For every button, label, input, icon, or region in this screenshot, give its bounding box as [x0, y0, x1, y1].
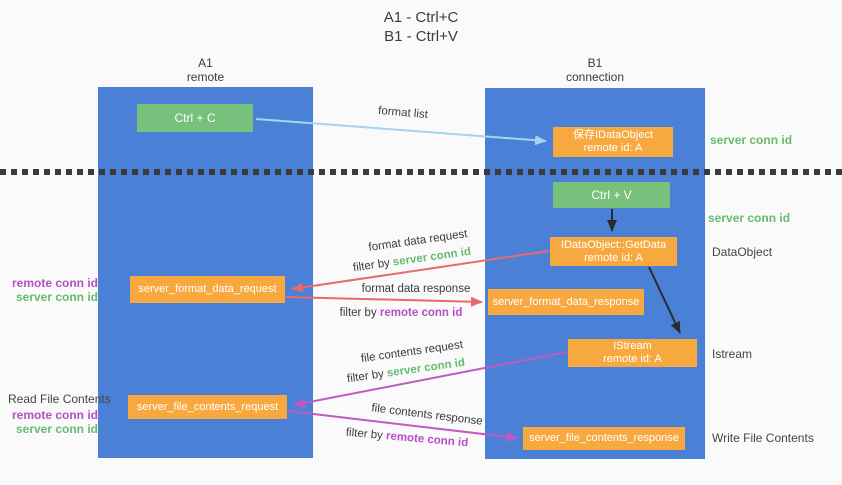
remote-conn-id-label: remote conn id [11, 276, 98, 290]
format-data-response-filter-label: filter by remote conn id [340, 307, 463, 319]
server-conn-id-text: server conn id [386, 356, 466, 380]
dotted-divider [0, 169, 842, 175]
title-line-1: A1 - Ctrl+C [383, 9, 459, 26]
column-a1-role: remote [186, 70, 225, 84]
node-istream-line1: IStream [613, 340, 652, 352]
node-server-format-data-request: server_format_data_request [130, 276, 285, 303]
file-contents-response-label: file contents response [370, 402, 484, 428]
node-server-format-data-response-label: server_format_data_response [492, 295, 640, 308]
format-conn-id-pair: remote conn id server conn id [10, 276, 98, 304]
node-idataobject-getdata: IDataObject::GetData remote id: A [550, 237, 677, 266]
node-save-idataobject-line1: 保存IDataObject [572, 129, 654, 141]
filter-by-text: filter by [339, 307, 377, 319]
node-server-file-contents-request-label: server_file_contents_request [136, 400, 279, 413]
file-conn-id-pair: remote conn id server conn id [10, 408, 98, 436]
read-file-contents-annotation: Read File Contents [8, 392, 111, 406]
server-conn-id-annotation-mid: server conn id [708, 211, 791, 225]
column-b1-name: B1 [587, 56, 603, 70]
format-data-response-arrow [285, 296, 483, 307]
node-server-format-data-response: server_format_data_response [488, 289, 644, 315]
node-server-format-data-request-label: server_format_data_request [138, 283, 277, 295]
node-idataobject-getdata-line2: remote id: A [584, 251, 643, 264]
filter-by-text: filter by [346, 368, 385, 386]
dataobject-annotation: DataObject [712, 245, 773, 259]
node-server-file-contents-response-label: server_file_contents_response [529, 432, 679, 444]
server-conn-id-text: server conn id [392, 245, 472, 269]
write-file-contents-annotation: Write File Contents [712, 431, 814, 445]
node-istream-line2: remote id: A [603, 353, 662, 365]
node-ctrl-v-label: Ctrl + V [591, 187, 632, 202]
node-server-file-contents-response: server_file_contents_response [523, 427, 685, 450]
diagram-title: A1 - Ctrl+C B1 - Ctrl+V [0, 8, 842, 46]
remote-conn-id-label: remote conn id [11, 408, 98, 422]
node-ctrl-v: Ctrl + V [553, 182, 670, 208]
node-ctrl-c: Ctrl + C [137, 104, 253, 132]
column-header-b1: B1 connection [485, 56, 705, 84]
server-conn-id-label: server conn id [15, 422, 98, 436]
filter-by-text: filter by [345, 426, 384, 442]
file-contents-response-filter-label: filter by remote conn id [345, 427, 468, 450]
node-ctrl-c-label: Ctrl + C [174, 110, 216, 125]
filter-by-text: filter by [352, 257, 391, 275]
column-b1-role: connection [565, 70, 625, 84]
column-a1-name: A1 [198, 56, 213, 70]
node-save-idataobject: 保存IDataObject remote id: A [553, 127, 673, 157]
server-conn-id-label: server conn id [15, 290, 98, 304]
node-istream: IStream remote id: A [568, 339, 697, 367]
node-idataobject-getdata-line1: IDataObject::GetData [560, 238, 667, 251]
node-save-idataobject-line2: remote id: A [583, 142, 643, 154]
title-line-2: B1 - Ctrl+V [384, 28, 458, 45]
format-data-response-label: format data response [361, 283, 471, 295]
remote-conn-id-text: remote conn id [379, 307, 463, 319]
remote-conn-id-text: remote conn id [385, 430, 469, 450]
format-list-label: format list [377, 104, 429, 122]
column-header-a1: A1 remote [98, 56, 313, 84]
istream-annotation: Istream [712, 347, 753, 361]
node-server-file-contents-request: server_file_contents_request [128, 395, 287, 419]
server-conn-id-annotation-top: server conn id [710, 133, 793, 147]
